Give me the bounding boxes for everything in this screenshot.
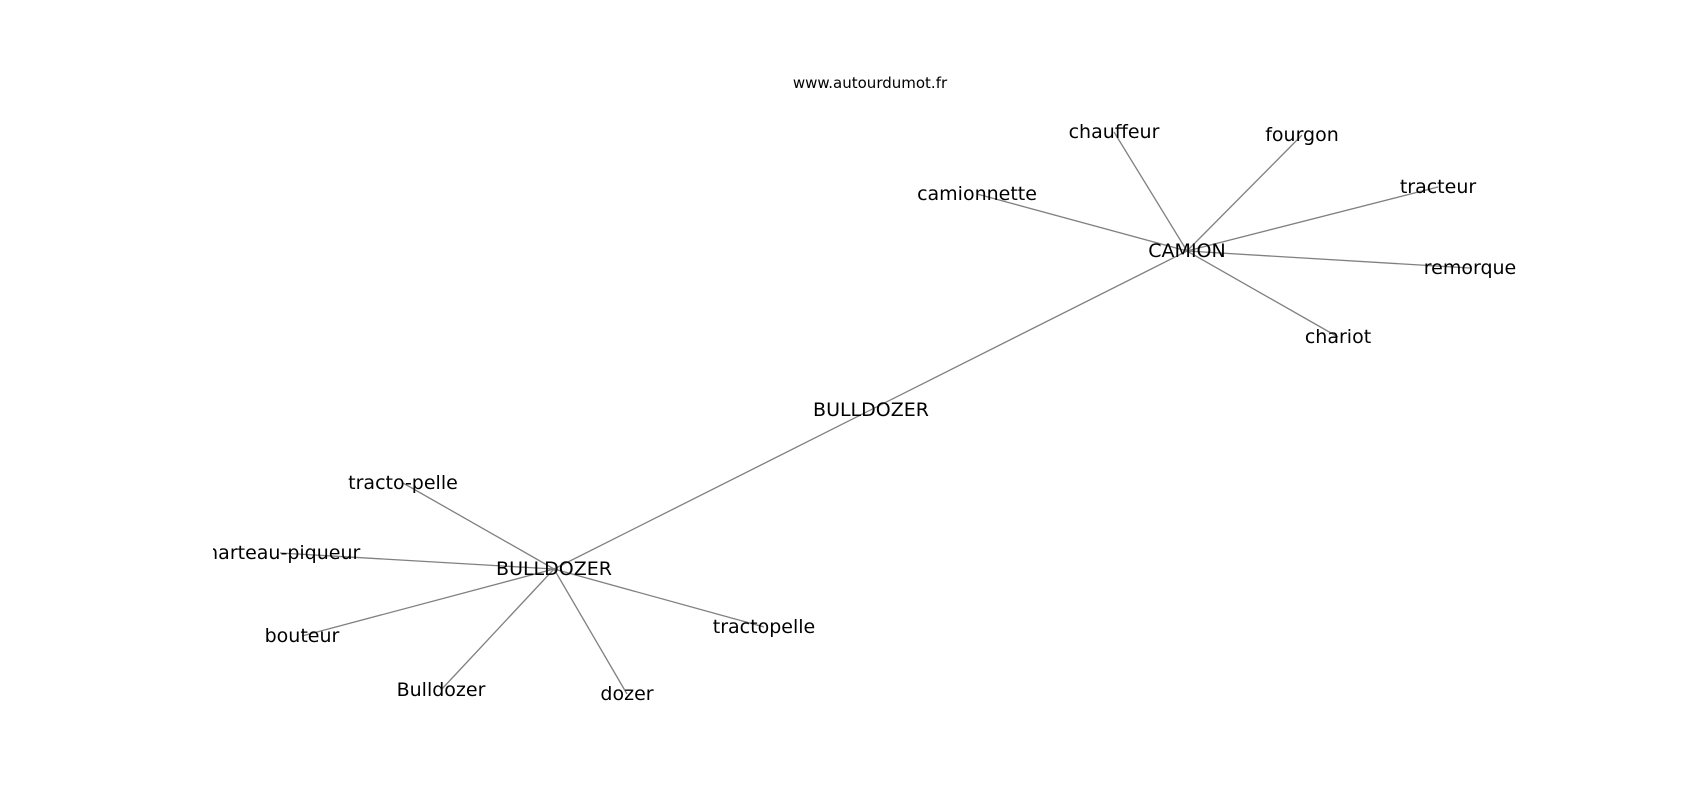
edge-bulldozer-hub-marteau-piqueur: [279, 552, 555, 570]
edge-camion-bulldozer-hub: [553, 250, 1188, 570]
edge-camion-camionnette: [976, 193, 1188, 252]
edge-bulldozer-hub-tractopelle: [553, 568, 765, 628]
node-camion: CAMION: [1148, 240, 1225, 262]
edge-camion-remorque: [1186, 250, 1471, 269]
node-tracteur: tracteur: [1400, 176, 1477, 198]
node-fourgon: fourgon: [1265, 124, 1339, 146]
node-bulldozer-hub: BULLDOZER: [496, 558, 612, 580]
node-dozer: dozer: [600, 683, 653, 705]
node-chariot: chariot: [1305, 326, 1371, 348]
edge-bulldozer-hub-tracto-pelle: [402, 482, 555, 570]
node-remorque: remorque: [1424, 257, 1517, 279]
node-bouteur: bouteur: [265, 625, 340, 647]
graph-edges: [279, 131, 1471, 695]
source-url: www.autourdumot.fr: [793, 74, 948, 92]
edge-bulldozer-hub-bouteur: [301, 568, 555, 637]
edge-bulldozer-hub-dozer: [553, 568, 628, 695]
graph-nodes: BULLDOZER CAMION BULLDOZER chauffeur fourgon…: [200, 121, 1517, 705]
edge-camion-tracteur: [1186, 186, 1439, 252]
node-tracto-pelle: tracto-pelle: [348, 472, 458, 494]
edge-camion-fourgon: [1186, 134, 1303, 252]
node-chauffeur: chauffeur: [1069, 121, 1160, 143]
node-tractopelle: tractopelle: [713, 616, 815, 638]
edge-camion-chauffeur: [1113, 131, 1188, 252]
node-bulldozer-center: BULLDOZER: [813, 399, 929, 421]
edge-camion-chariot: [1186, 250, 1339, 338]
edge-bulldozer-hub-bulldozer-lower: [440, 568, 555, 691]
node-bulldozer-lower: Bulldozer: [397, 679, 486, 701]
node-marteau-piqueur: marteau-piqueur: [200, 542, 361, 564]
node-camionnette: camionnette: [917, 183, 1037, 205]
